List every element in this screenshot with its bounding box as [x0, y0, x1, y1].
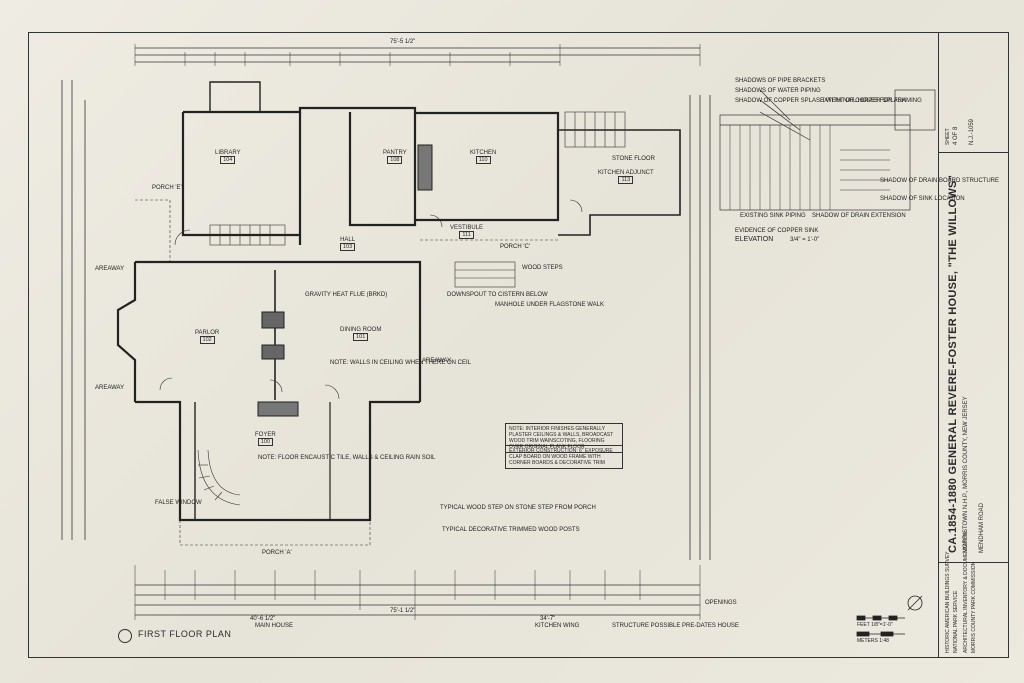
label-elevation-scale: 3/4" = 1'-0": [790, 237, 820, 243]
room-label-kitchen: KITCHEN 110: [470, 150, 497, 164]
label-shadow-sink: SHADOW OF SINK LOCATION: [880, 196, 965, 202]
room-label-hall: HALL 103: [340, 237, 356, 251]
label-wood-step: TYPICAL WOOD STEP ON STONE STEP FROM POR…: [440, 505, 596, 511]
dimension-bottom-overall: 75'-1 1/2": [390, 608, 416, 614]
label-shadow-drain-struct: SHADOW OF DRAIN BOARD STRUCTURE: [880, 178, 1000, 184]
label-manhole: MANHOLE UNDER FLAGSTONE WALK: [495, 302, 605, 308]
room-label-foyer: FOYER 100: [255, 432, 276, 446]
label-shadow-pipe: SHADOWS OF PIPE BRACKETS: [735, 78, 826, 84]
label-areaway-2: AREAWAY: [95, 385, 125, 391]
label-extent-copper: EXTENT OF COPPER SPLASH: [820, 98, 906, 104]
room-label-pantry: PANTRY 108: [383, 150, 407, 164]
label-areaway-1: AREAWAY: [95, 266, 125, 272]
label-evidence-copper: EVIDENCE OF COPPER SINK: [735, 228, 819, 234]
plan-title: FIRST FLOOR PLAN: [138, 629, 232, 639]
label-elevation: ELEVATION: [735, 236, 774, 243]
label-structure-note: STRUCTURE POSSIBLE PRE-DATES HOUSE: [612, 623, 739, 629]
label-typical-post: TYPICAL DECORATIVE TRIMMED WOOD POSTS: [442, 527, 580, 533]
label-openings: OPENINGS: [705, 600, 737, 606]
label-porch-c: PORCH 'C': [500, 244, 530, 250]
scale-bar: [856, 595, 923, 637]
building-title-cell: CA.1854-1880 GENERAL REVERE-FOSTER HOUSE…: [939, 153, 1008, 563]
room-label-library: LIBRARY 104: [215, 150, 241, 164]
label-areaway-3: AREAWAY: [422, 358, 452, 364]
dimension-main-house: 40'-6 1/2": [250, 616, 276, 622]
room-label-kitchen-adjunct: KITCHEN ADJUNCT 113: [598, 170, 654, 184]
label-shadow-water: SHADOWS OF WATER PIPING: [735, 88, 821, 94]
room-label-parlor: PARLOR 102: [195, 330, 220, 344]
label-shadow-drain-ext: SHADOW OF DRAIN EXTENSION: [812, 213, 906, 219]
sheet-border: [28, 32, 1009, 658]
note-interior-finishes: NOTE: INTERIOR FINISHES GENERALLY PLASTE…: [505, 423, 623, 453]
label-main-house: MAIN HOUSE: [255, 623, 294, 629]
dimension-kitchen-wing: 34'-7": [540, 616, 556, 622]
label-wood-steps: WOOD STEPS: [522, 265, 563, 271]
sheet-number-cell: SHEET 4 OF 8 N.J.-1059: [939, 33, 1008, 153]
note-exterior-construction: EXTERIOR CONSTRUCTION: 6" EXPOSURE CLAP …: [505, 445, 623, 469]
label-foyer-note: NOTE: FLOOR ENCAUSTIC TILE, WALLS & CEIL…: [258, 455, 436, 461]
label-false-window: FALSE WINDOW: [155, 500, 202, 506]
dimension-top-overall: 75'-5 1/2": [390, 39, 416, 45]
label-existing-sink: EXISTING SINK PIPING: [740, 213, 806, 219]
north-wall: [183, 106, 560, 222]
room-label-dining-room: DINING ROOM 101: [340, 327, 382, 341]
label-porch-a: PORCH 'A': [262, 550, 292, 556]
sink-elevation-detail: [719, 89, 936, 211]
scale-meters-label: METERS 1:48: [857, 638, 889, 644]
label-downspout: DOWNSPOUT TO CISTERN BELOW: [447, 292, 548, 298]
room-label-vestibule: VESTIBULE 111: [450, 225, 484, 239]
label-porch-e: PORCH 'E': [152, 185, 182, 191]
label-stone-floor: STONE FLOOR: [612, 156, 655, 162]
label-gravity-heat: GRAVITY HEAT FLUE (BRKD): [305, 292, 388, 298]
label-kitchen-wing: KITCHEN WING: [535, 623, 580, 629]
label-parlor-note: NOTE: WALLS IN CEILING WHEN THERE ON CEI…: [330, 360, 472, 366]
label-shadow-copper: SHADOW OF COPPER SPLASH WITH NAIL HOLES …: [735, 98, 922, 104]
plan-reference-circle: [118, 629, 132, 643]
scale-feet-label: FEET 1/8"=1'-0": [857, 622, 893, 628]
title-block: SHEET 4 OF 8 N.J.-1059 CA.1854-1880 GENE…: [938, 33, 1008, 657]
